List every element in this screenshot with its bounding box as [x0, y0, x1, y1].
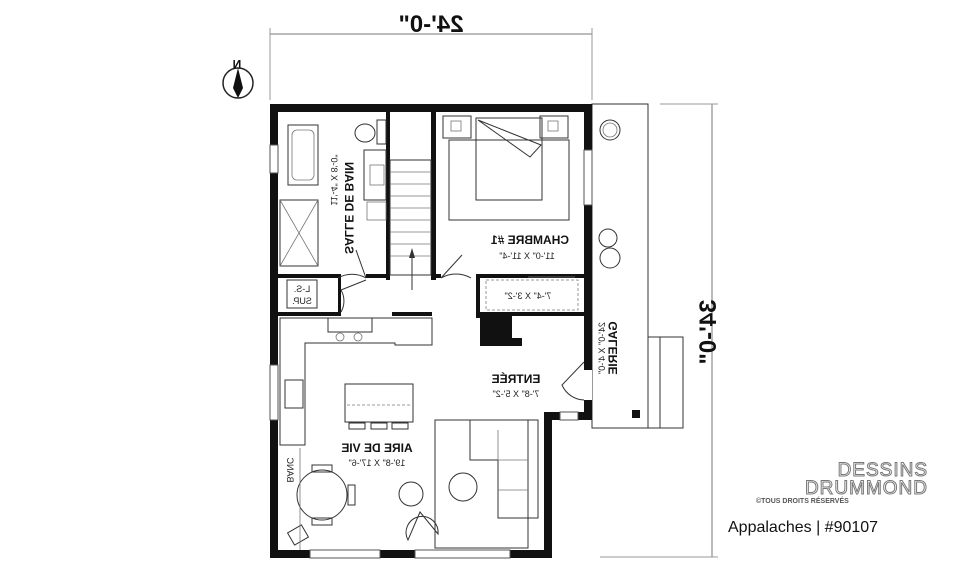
depth-dimension: 34'-0" — [600, 103, 722, 558]
doors[interactable] — [337, 249, 585, 401]
bench-label: BANC — [285, 457, 295, 483]
bedroom-name: CHAMBRE #1 — [491, 233, 569, 247]
bathroom-fixtures: SALLE DE BAIN 11'-4" X 8'-0" — [279, 119, 387, 267]
width-label: 24'-0" — [398, 11, 463, 38]
laundry: L-S. SUP. — [286, 279, 318, 309]
living-size: 19'-8" X 17'-6" — [349, 458, 406, 468]
staircase[interactable] — [389, 159, 432, 290]
porch: GALERIE 24'-0" X 4'-0" — [591, 103, 684, 429]
width-dimension: 24'-0" — [269, 11, 593, 100]
bedroom-furniture: CHAMBRE #1 11'-0" X 11'-4" 7'-4" X 3'-2" — [442, 115, 579, 311]
compass-label: N — [233, 57, 242, 71]
living-furniture: AIRE DE VIE 19'-8" X 17'-6" BANC — [285, 419, 539, 550]
brand-logo: DESSINS DRUMMOND ©TOUS DROITS RÉSERVÉS — [728, 460, 928, 506]
brand-line2: DRUMMOND — [804, 478, 928, 499]
brand-line1: DESSINS — [837, 460, 928, 481]
interior-walls — [278, 112, 584, 346]
porch-size: 24'-0" X 4'-0" — [597, 322, 607, 374]
depth-label: 34'-0" — [695, 299, 722, 364]
brand-copyright: ©TOUS DROITS RÉSERVÉS — [756, 498, 849, 505]
plan-title: Appalaches | #90107 — [728, 519, 879, 536]
kitchen — [279, 317, 433, 446]
stair-direction-arrow-icon — [409, 248, 415, 258]
bath-size: 11'-4" X 8'-0" — [329, 154, 339, 205]
bath-name: SALLE DE BAIN — [342, 162, 356, 254]
entry-size: 7'-8" X 5'-2" — [493, 389, 540, 399]
entry-name: ENTRÉE — [492, 371, 541, 386]
north-compass-icon: N — [222, 57, 254, 99]
laundry-label-1: L-S. — [294, 284, 311, 294]
porch-name: GALERIE — [606, 321, 620, 374]
laundry-label-2: SUP. — [292, 296, 312, 306]
exterior-walls — [269, 104, 593, 559]
closet-size: 7'-4" X 3'-2" — [505, 291, 552, 301]
bedroom-size: 11'-0" X 11'-4" — [499, 251, 555, 261]
living-name: AIRE DE VIE — [341, 441, 412, 455]
